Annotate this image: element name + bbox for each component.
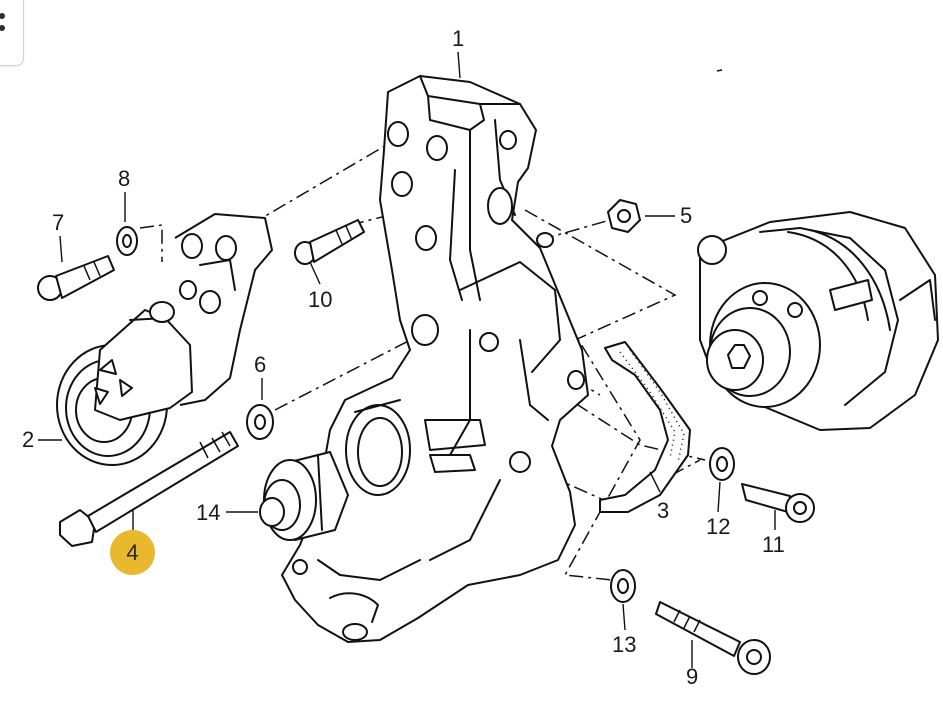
callout-10[interactable]: 10 <box>308 287 332 312</box>
callout-12[interactable]: 12 <box>706 514 730 539</box>
alternator <box>697 211 939 431</box>
vertical-dots-icon <box>0 13 5 19</box>
washer-part-6 <box>246 404 274 440</box>
menu-button[interactable] <box>0 0 24 66</box>
bolt-part-11 <box>741 483 815 523</box>
bolt-part-10 <box>294 219 365 265</box>
callout-leaders <box>38 51 776 668</box>
bolt-part-9 <box>655 601 771 675</box>
bolt-part-4 <box>59 431 239 547</box>
callout-13[interactable]: 13 <box>612 632 636 657</box>
callout-5[interactable]: 5 <box>680 203 692 228</box>
stray-mark <box>716 69 723 72</box>
callout-numbers: 1 2 3 5 6 7 8 9 10 11 12 13 14 <box>22 26 785 689</box>
vertical-dots-icon-dot <box>0 25 5 31</box>
washer-part-12 <box>709 447 735 481</box>
callout-4-highlight[interactable] <box>110 530 155 575</box>
callout-6[interactable]: 6 <box>254 352 266 377</box>
belt-part-3 <box>599 341 691 513</box>
washer-part-8 <box>116 226 138 256</box>
callout-1[interactable]: 1 <box>452 26 464 51</box>
callout-2[interactable]: 2 <box>22 427 34 452</box>
washer-part-13 <box>610 569 636 603</box>
tensioner-part-2 <box>56 213 273 466</box>
bracket-part-1 <box>281 75 589 643</box>
callout-9[interactable]: 9 <box>686 664 698 689</box>
nut-part-5 <box>607 199 641 233</box>
callout-3[interactable]: 3 <box>657 498 669 523</box>
bushing-part-14 <box>259 451 349 541</box>
callout-11[interactable]: 11 <box>762 532 785 557</box>
callout-14[interactable]: 14 <box>196 500 220 525</box>
bolt-part-7 <box>37 255 115 301</box>
callout-8[interactable]: 8 <box>118 166 130 191</box>
callout-7[interactable]: 7 <box>52 210 64 235</box>
